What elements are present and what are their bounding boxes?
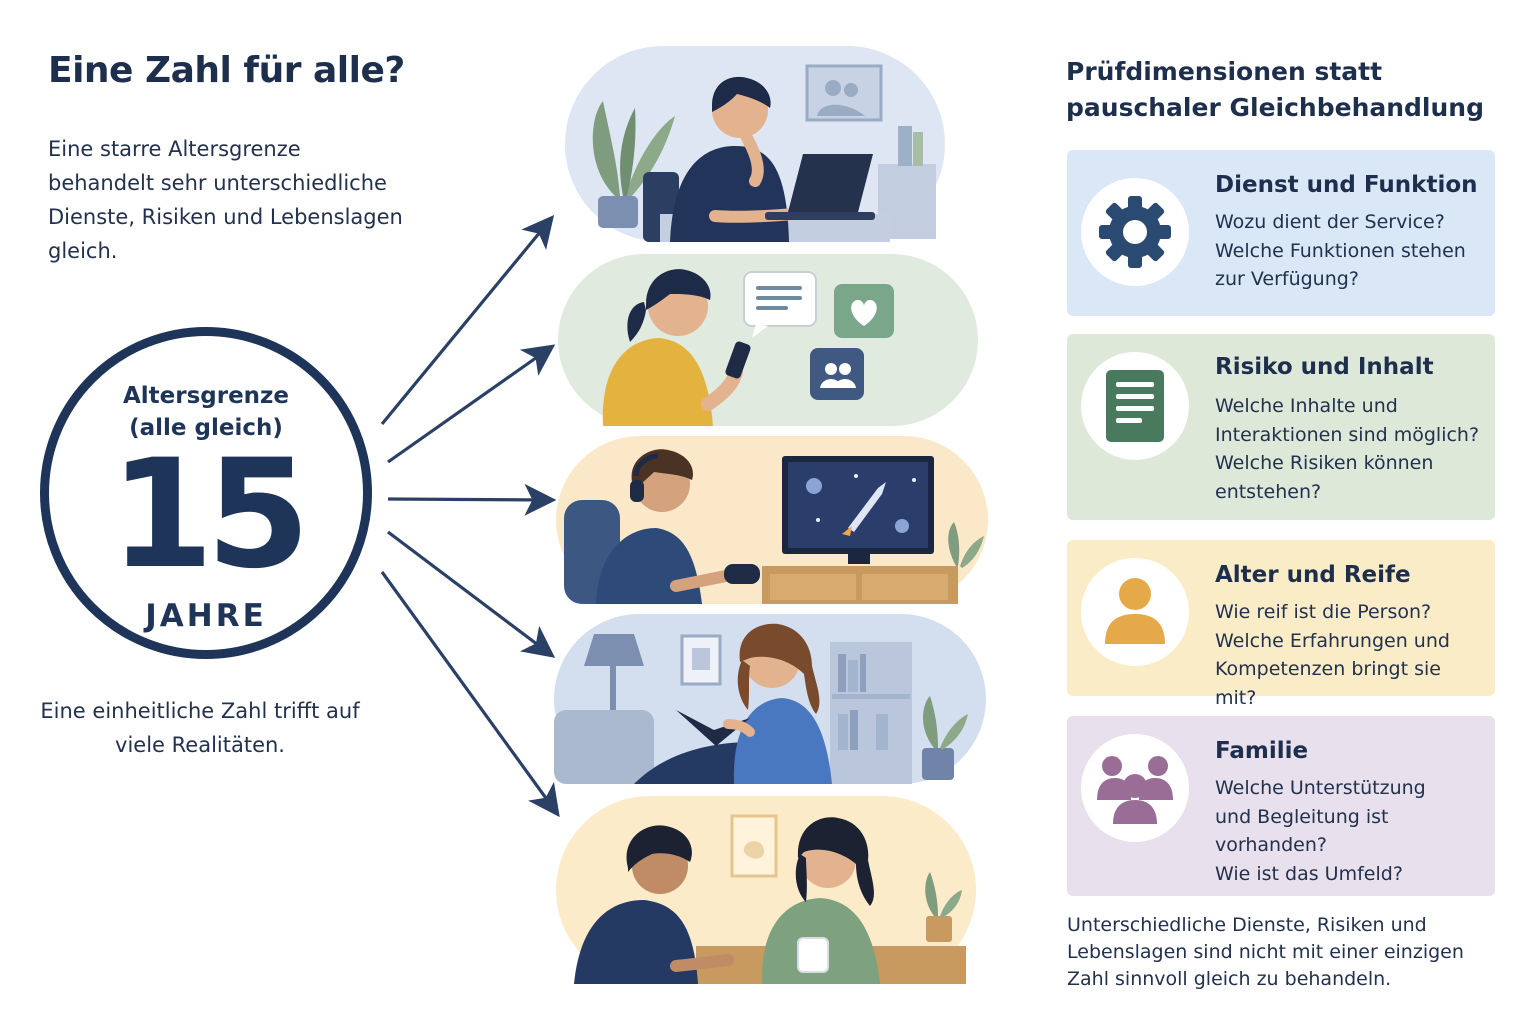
footnote: Unterschiedliche Dienste, Risiken und Le…: [1067, 914, 1464, 990]
card-risiko-inhalt: Risiko und Inhalt Welche Inhalte und Int…: [1067, 334, 1495, 520]
card-text: Welche Inhalte und Interaktionen sind mö…: [1215, 395, 1480, 503]
card-title: Dienst und Funktion: [1215, 172, 1478, 198]
arrow-1: [380, 215, 555, 426]
card-title: Alter und Reife: [1215, 562, 1411, 588]
card-text: Wie reif ist die Person? Welche Erfahrun…: [1215, 601, 1450, 709]
age-unit: JAHRE: [145, 598, 267, 634]
card-text: Wozu dient der Service? Welche Funktione…: [1215, 211, 1466, 290]
document-icon: [1106, 370, 1164, 442]
conversation-scene-illustration: [556, 796, 976, 984]
conversation-scene: [556, 796, 976, 988]
card-icon-disc: [1081, 352, 1189, 460]
laptop-scene-illustration: [565, 46, 945, 242]
card-text: Welche Unterstützung und Begleitung ist …: [1215, 777, 1426, 885]
arrow-5: [380, 571, 560, 818]
arrow-4: [387, 530, 556, 658]
gaming-scene: [556, 436, 988, 608]
smartphone-scene: [558, 254, 978, 430]
page-title: Eine Zahl für alle?: [48, 50, 405, 91]
smartphone-scene-illustration: [558, 254, 978, 426]
card-title: Familie: [1215, 738, 1309, 764]
circle-label: Altersgrenze (alle gleich): [49, 380, 363, 444]
dimensions-title: Prüfdimensionen statt pauschaler Gleichb…: [1066, 57, 1484, 122]
reading-scene-illustration: [554, 614, 986, 784]
card-title: Risiko und Inhalt: [1215, 354, 1434, 380]
family-icon: [1097, 756, 1173, 824]
reading-scene: [554, 614, 986, 788]
gaming-scene-illustration: [556, 436, 988, 604]
person-icon: [1105, 578, 1165, 644]
card-familie: Familie Welche Unterstützung und Begleit…: [1067, 716, 1495, 896]
circle-caption: Eine einheitliche Zahl trifft auf viele …: [40, 699, 360, 757]
card-icon-disc: [1081, 558, 1189, 666]
card-icon-disc: [1081, 178, 1189, 286]
arrow-2: [387, 344, 556, 464]
card-alter-reife: Alter und Reife Wie reif ist die Person?…: [1067, 540, 1495, 709]
gear-icon: [1099, 196, 1171, 268]
age-number: 15: [109, 428, 311, 602]
card-dienst-funktion: Dienst und Funktion Wozu dient der Servi…: [1067, 150, 1495, 316]
intro-text: Eine starre Altersgrenze behandelt sehr …: [48, 137, 403, 263]
fan-arrows: [380, 215, 560, 818]
circle-label-line2: (alle gleich): [129, 415, 283, 441]
age-limit-circle: Altersgrenze (alle gleich) 15 JAHRE: [40, 327, 372, 659]
laptop-scene: [565, 46, 945, 246]
circle-label-line1: Altersgrenze: [122, 383, 290, 409]
card-icon-disc: [1081, 734, 1189, 842]
arrow-3: [387, 483, 557, 516]
